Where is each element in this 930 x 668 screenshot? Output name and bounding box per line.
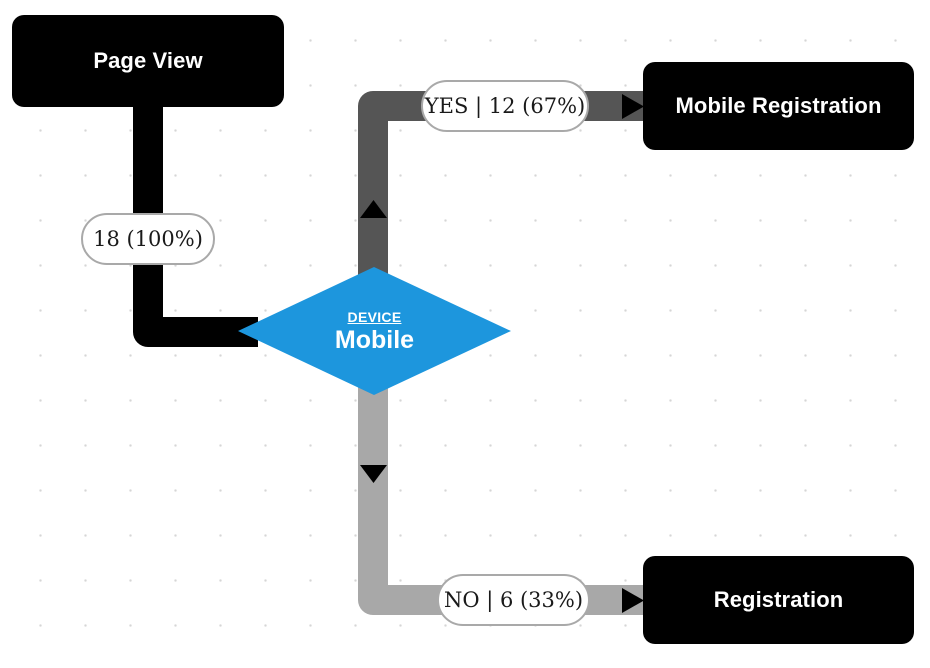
- decision-diamond-shape: [238, 267, 511, 395]
- arrowhead-down-icon: [360, 465, 387, 483]
- node-page-view-label: Page View: [93, 48, 203, 73]
- arrowhead-right-no-icon: [622, 588, 644, 613]
- decision-value-label: Mobile: [334, 325, 415, 354]
- edge-label-no-text: NO | 6 (33%): [443, 588, 584, 612]
- arrowhead-up-icon: [360, 200, 387, 218]
- decision-node-device-mobile[interactable]: [238, 267, 511, 395]
- edge-label-yes-text: YES | 12 (67%): [424, 94, 586, 118]
- decision-node-text[interactable]: DEVICE Mobile: [238, 285, 511, 377]
- edge-pageview-device[interactable]: [133, 100, 258, 347]
- node-mobile-registration[interactable]: Mobile Registration: [643, 62, 914, 150]
- node-registration[interactable]: Registration: [643, 556, 914, 644]
- node-mobile-registration-label: Mobile Registration: [675, 93, 882, 118]
- arrowhead-right-yes-icon: [622, 94, 644, 119]
- edge-yes-track: [358, 91, 648, 286]
- edge-no-track: [358, 376, 648, 615]
- edge-label-no[interactable]: NO | 6 (33%): [437, 574, 590, 626]
- edge-label-total[interactable]: 18 (100%): [81, 213, 215, 265]
- decision-kind-label: DEVICE: [347, 308, 402, 325]
- edge-label-total-text: 18 (100%): [93, 227, 203, 251]
- node-registration-label: Registration: [713, 587, 844, 612]
- node-page-view[interactable]: Page View: [12, 15, 284, 107]
- edge-label-yes[interactable]: YES | 12 (67%): [421, 80, 589, 132]
- edge-pageview-device-track: [133, 100, 258, 347]
